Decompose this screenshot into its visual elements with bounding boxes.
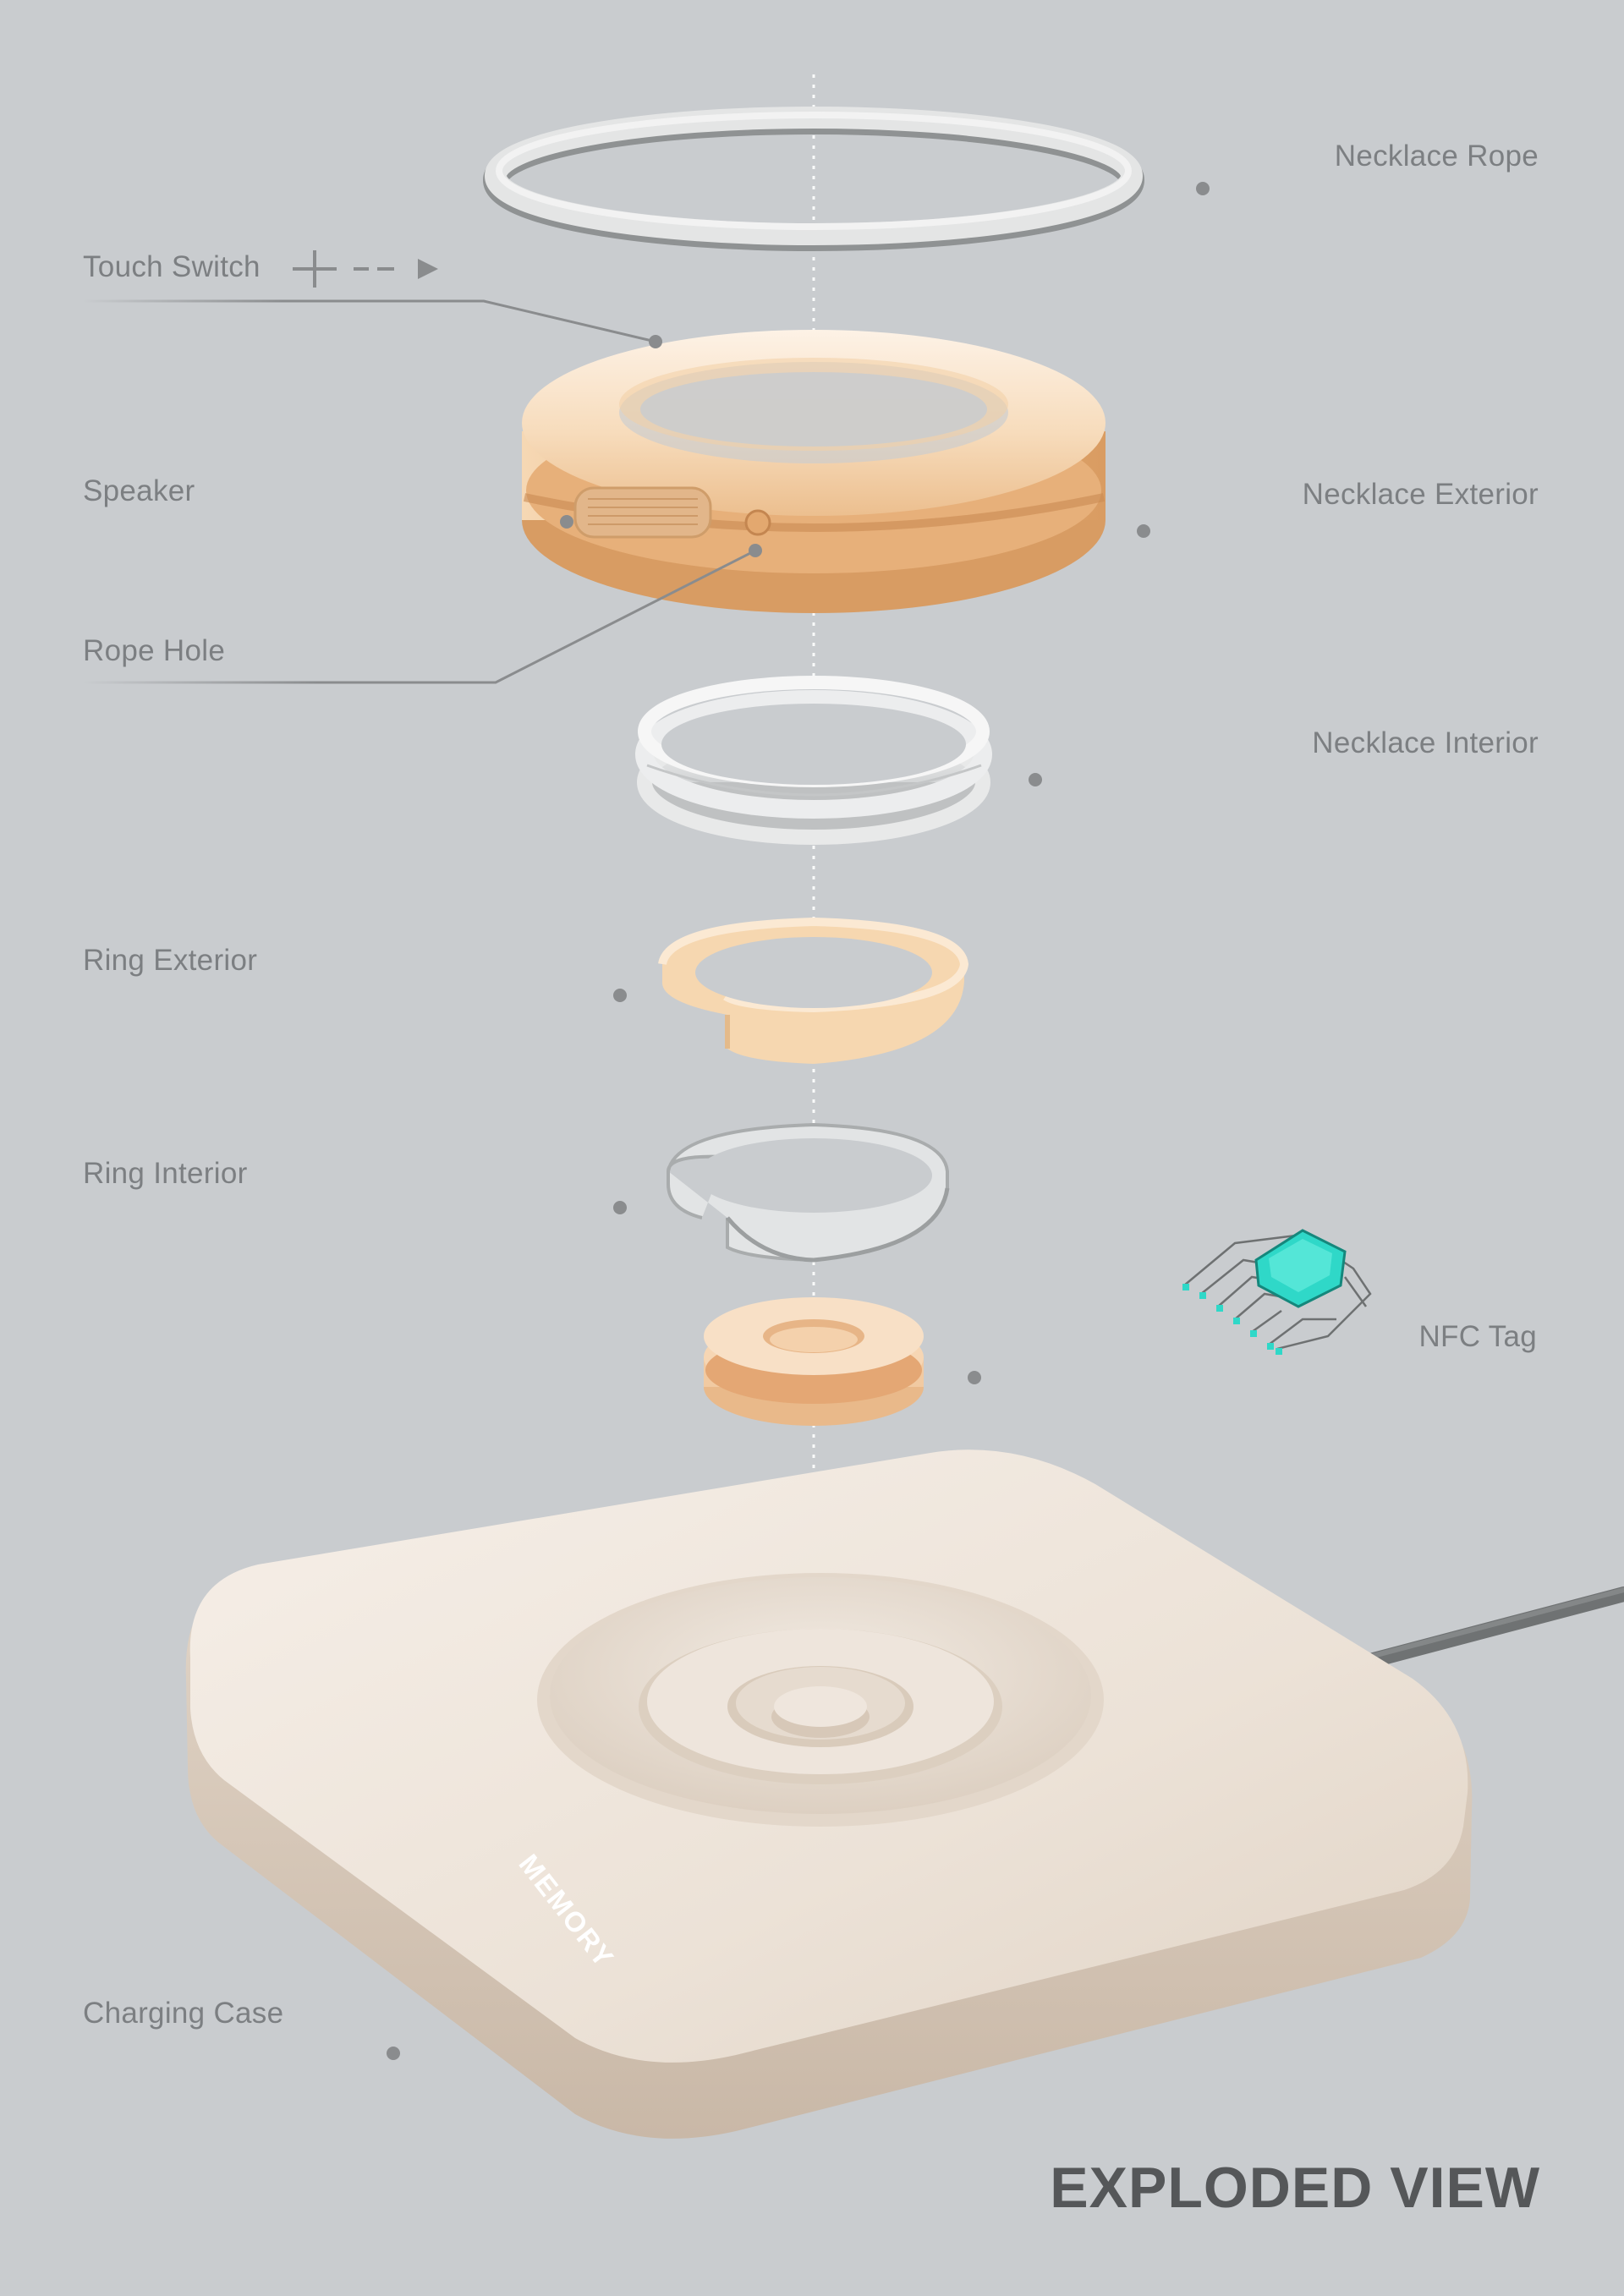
- label-necklace-rope: Necklace Rope: [1334, 140, 1539, 173]
- label-speaker: Speaker: [83, 474, 195, 507]
- label-rope-hole: Rope Hole: [83, 634, 226, 667]
- page-title: EXPLODED VIEW: [1050, 2156, 1540, 2220]
- necklace-rope-part: [483, 107, 1144, 251]
- necklace-exterior-part: [522, 330, 1106, 613]
- label-necklace-interior: Necklace Interior: [1312, 726, 1539, 759]
- label-touch-switch: Touch Switch: [83, 250, 261, 283]
- ring-exterior-part: [658, 917, 969, 1064]
- nfc-tag-part: [704, 1297, 924, 1426]
- label-ring-interior: Ring Interior: [83, 1157, 248, 1190]
- nfc-chip-icon: [1182, 1229, 1372, 1355]
- ring-interior-part: [667, 1122, 950, 1263]
- label-charging-case: Charging Case: [83, 1997, 284, 2030]
- label-necklace-exterior: Necklace Exterior: [1302, 478, 1539, 511]
- leader-lines: [81, 182, 1534, 2060]
- label-ring-exterior: Ring Exterior: [83, 944, 258, 977]
- necklace-interior-part: [635, 676, 992, 845]
- label-nfc-tag: NFC Tag: [1418, 1320, 1537, 1353]
- touch-switch-symbol-icon: [293, 250, 438, 288]
- charging-case-part: MEMORY: [185, 1449, 1624, 2139]
